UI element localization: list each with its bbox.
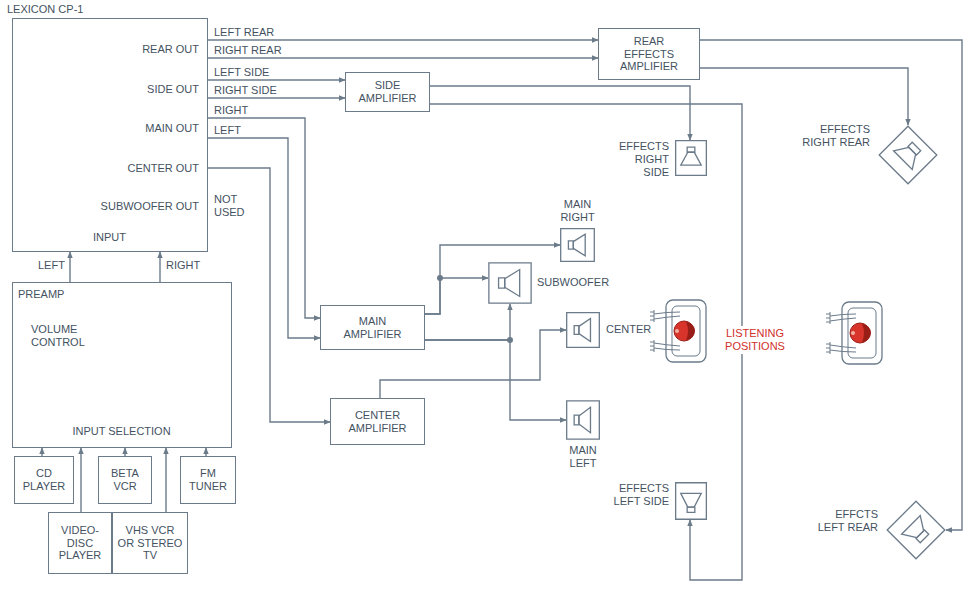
amplifier-box: REAR EFFECTS AMPLIFIER [598,28,700,80]
amplifier-box: CENTER AMPLIFIER [330,398,425,445]
box-label: CD PLAYER [19,467,69,493]
signal-name: RIGHT REAR [214,44,282,57]
speaker-label: MAIN LEFT [558,444,608,470]
box-label: REAR EFFECTS AMPLIFIER [612,35,686,74]
speaker-label: EFFECTS LEFT SIDE [611,482,669,508]
area-label: LISTENING POSITIONS [716,326,794,354]
signal-line [124,448,125,456]
speaker-label: MAIN RIGHT [550,198,605,224]
signal-name: RIGHT [166,259,200,272]
box-label: SUBWOOFER OUT [101,200,199,213]
signal-name: LEFT SIDE [214,66,269,79]
box-label: VOLUME CONTROL [31,323,99,349]
speaker-symbol [566,312,600,348]
speaker-symbol [886,500,946,560]
signal-line [425,304,510,340]
speaker-symbol [566,400,600,440]
source-box: CD PLAYER [14,456,74,504]
box-label: CENTER OUT [128,162,200,175]
signal-name: LEFT [214,124,241,137]
signal-line [430,86,690,140]
source-box: FM TUNER [180,456,236,504]
box-label: INPUT [13,231,206,244]
speaker-diamond: EFFECTS RIGHT REAR [878,125,938,185]
speaker-icon: EFFECTS LEFT SIDE [675,482,707,520]
box-label: CENTER AMPLIFIER [339,409,417,435]
speaker-symbol [560,228,595,262]
source-box: VIDEO-DISC PLAYER [48,512,112,574]
speaker-symbol [878,125,938,185]
source-box: VHS VCR OR STEREO TV [112,512,188,574]
box-label: BETA VCR [103,467,147,493]
speaker-label: SUBWOOFER [537,276,609,289]
signal-name: LEFT REAR [214,26,274,39]
box-label: MAIN AMPLIFIER [334,315,412,341]
amplifier-box: MAIN AMPLIFIER [320,305,425,350]
signal-line [205,448,206,456]
processor-box: LEXICON CP-1REAR OUTSIDE OUTMAIN OUTCENT… [12,18,208,252]
speaker-symbol [488,262,532,304]
box-label: VHS VCR OR STEREO TV [117,524,183,563]
signal-line [208,79,345,80]
speaker-icon: MAIN LEFT [566,400,600,440]
box-label: SIDE OUT [147,83,199,96]
speaker-symbol [675,482,707,520]
speaker-label: EFFCTS LEFT REAR [808,508,878,534]
box-label: INPUT SELECTION [13,425,230,438]
speaker-diamond: EFFCTS LEFT REAR [886,500,946,560]
box-label: PREAMP [18,288,64,301]
speaker-symbol [675,140,707,176]
box-label: FM TUNER [185,467,231,493]
signal-line [425,278,488,314]
signal-line [208,97,345,98]
box-label: LEXICON CP-1 [7,3,83,16]
signal-name: RIGHT SIDE [214,84,277,97]
speaker-label: EFFECTS RIGHT REAR [800,123,870,149]
signal-line [700,40,962,530]
signal-line [208,39,598,40]
box-label: REAR OUT [142,43,199,56]
signal-line [430,104,742,580]
box-label: VIDEO-DISC PLAYER [53,524,107,563]
signal-name: RIGHT [214,104,248,117]
speaker-label: EFFECTS RIGHT SIDE [611,140,669,179]
signal-line [159,252,160,282]
speaker-icon: SUBWOOFER [488,262,532,304]
signal-line [69,252,70,282]
port-note: NOT USED [214,193,254,219]
speaker-icon: MAIN RIGHT [560,228,595,262]
box-label: MAIN OUT [145,122,199,135]
signal-line [165,448,166,512]
speaker-label: CENTER [606,323,651,336]
preamp-box: PREAMP VOLUME CONTROL INPUT SELECTION [12,282,232,448]
amplifier-box: SIDE AMPLIFIER [345,72,430,112]
signal-line [700,68,908,125]
signal-line [80,448,81,512]
source-box: BETA VCR [98,456,152,504]
speaker-icon: EFFECTS RIGHT SIDE [675,140,707,176]
box-label: SIDE AMPLIFIER [350,79,426,105]
speaker-icon: CENTER [566,312,600,348]
signal-name: LEFT [38,259,65,272]
signal-line [41,448,42,456]
signal-line [208,57,598,58]
